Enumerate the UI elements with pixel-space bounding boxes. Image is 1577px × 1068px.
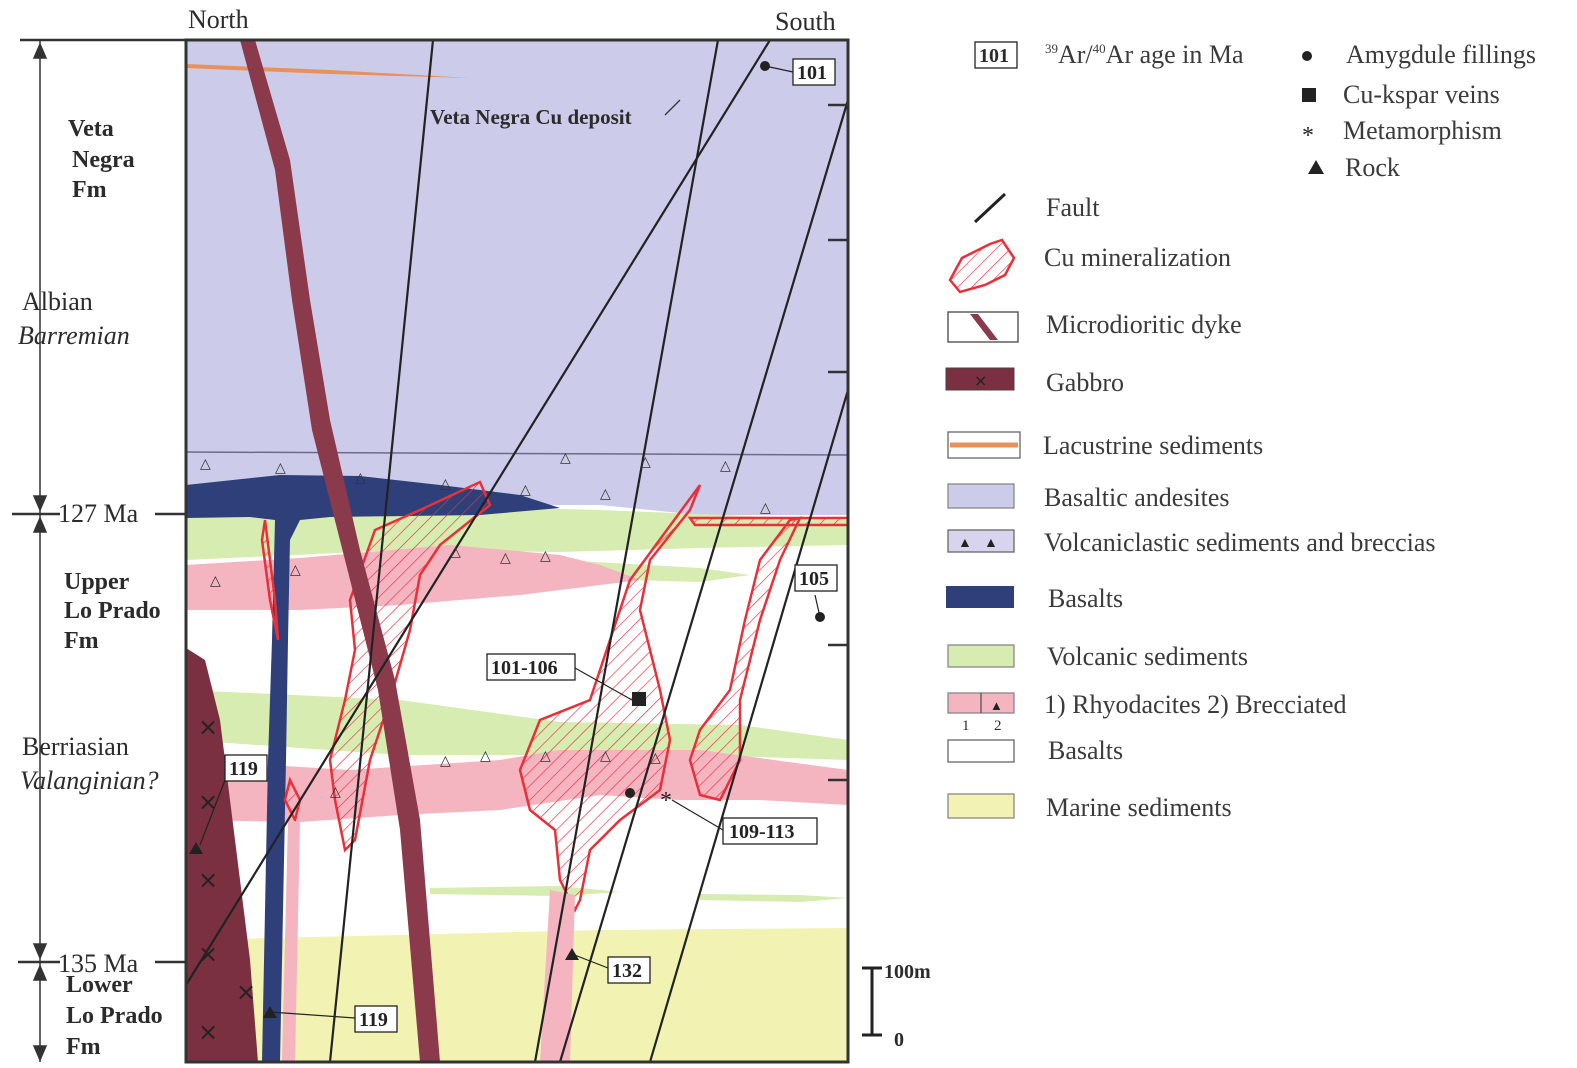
age-text-105: 105 [799,568,829,590]
age-text-101-top: 101 [797,62,827,84]
legend-unit-label-0: Fault [1046,193,1100,222]
metamorphism-marker: * [660,788,672,814]
fm-upper-line1: Upper [64,569,130,595]
svg-text:×: × [198,788,218,816]
svg-text:▲: ▲ [984,536,998,551]
svg-text:×: × [974,371,987,390]
legend-unit-label-7: Basalts [1048,584,1123,613]
triangle-icon [1308,160,1324,174]
south-label: South [775,7,836,36]
legend-unit-label-10: Basalts [1048,736,1123,765]
deposit-label: Veta Negra Cu deposit [430,105,632,129]
age-text-101-106: 101-106 [491,657,558,679]
fm-lower-line3: Fm [66,1034,101,1060]
cu-zone-4 [690,518,848,525]
fm-veta-line3: Fm [72,177,107,203]
stage-albian: Albian [22,287,93,316]
legend-rhyo-sub1: 1 [962,718,970,734]
svg-text:△: △ [210,574,221,589]
fm-veta-line2: Negra [72,147,135,173]
legend: 101 39Ar/40Ar age in Ma Amygdule filling… [946,40,1536,822]
svg-text:△: △ [600,749,611,764]
cross-section: △ △ △ △ △ △ △ △ △ △ △ △ △ △ △ △ △ △ △ △ △ × × × × × × * [186,40,848,1062]
legend-age-caption: 39Ar/40Ar age in Ma [1045,40,1244,69]
legend-unit-label-11: Marine sediments [1046,793,1232,822]
fm-veta-line1: Veta [68,116,114,142]
legend-unit-label-5: Basaltic andesites [1044,483,1230,512]
age-text-119-lower: 119 [359,1009,388,1031]
svg-text:×: × [198,866,218,894]
legend-unit-label-3: Gabbro [1046,368,1124,397]
stage-valanginian: Valanginian? [20,766,159,795]
basaltic-andesites-legend-swatch [948,484,1014,508]
svg-text:△: △ [275,461,286,476]
legend-symbol-label-2: Metamorphism [1343,116,1502,145]
fm-lower-line2: Lo Prado [66,1003,163,1029]
svg-text:△: △ [290,563,301,578]
basalts-dark-legend-swatch [946,586,1014,608]
legend-unit-label-1: Cu mineralization [1044,243,1231,272]
svg-text:△: △ [440,754,451,769]
legend-symbol-label-0: Amygdule fillings [1346,40,1536,69]
cu-mineralization-legend-icon [950,240,1014,292]
legend-unit-label-6: Volcaniclastic sediments and breccias [1044,528,1436,557]
svg-text:▲: ▲ [990,698,1003,713]
svg-text:△: △ [200,457,211,472]
volcanic-sed-legend-swatch [948,645,1014,667]
svg-text:△: △ [520,483,531,498]
legend-symbol-label-1: Cu-kspar veins [1343,80,1500,109]
marine-legend-swatch [948,794,1014,818]
scale-bar [862,968,882,1035]
age-text-119-upper: 119 [229,758,258,780]
svg-text:▲: ▲ [958,536,972,551]
svg-text:△: △ [560,451,571,466]
asterisk-icon: * [1302,123,1314,149]
svg-text:△: △ [440,477,451,492]
svg-text:△: △ [540,549,551,564]
svg-text:△: △ [500,551,511,566]
fm-upper-line2: Lo Prado [64,598,161,624]
svg-text:△: △ [330,785,341,800]
svg-text:△: △ [450,545,461,560]
legend-symbol-label-3: Rock [1345,153,1400,182]
legend-unit-label-4: Lacustrine sediments [1043,431,1263,460]
amygdule-marker-109 [625,788,635,798]
svg-text:△: △ [640,455,651,470]
svg-text:△: △ [650,751,661,766]
legend-rhyo-sub2: 2 [994,718,1002,734]
stage-berriasian: Berriasian [22,732,129,761]
age-127: 127 Ma [58,499,139,528]
svg-text:△: △ [760,501,771,516]
legend-age-box-text: 101 [979,45,1009,67]
fm-lower-line1: Lower [66,972,133,998]
svg-text:×: × [198,940,218,968]
fm-upper-line3: Fm [64,628,99,654]
scale-label: 100m [884,961,931,983]
scale-zero: 0 [894,1029,904,1051]
svg-text:△: △ [355,471,366,486]
age-text-132: 132 [612,960,642,982]
fault-legend-icon [975,194,1005,222]
svg-text:△: △ [480,749,491,764]
cu-kspar-marker [632,692,646,706]
basalts-white-legend-swatch [948,740,1014,762]
svg-text:△: △ [720,459,731,474]
svg-text:×: × [198,1018,218,1046]
svg-text:×: × [236,978,256,1006]
legend-unit-label-9: 1) Rhyodacites 2) Brecciated [1044,690,1347,719]
stage-barremian: Barremian [18,321,130,350]
legend-unit-label-8: Volcanic sediments [1047,642,1248,671]
north-label: North [188,5,249,34]
legend-unit-label-2: Microdioritic dyke [1046,310,1242,339]
dot-icon [1302,51,1312,61]
svg-text:×: × [198,713,218,741]
age-text-109-113: 109-113 [729,821,795,843]
square-icon [1302,88,1316,102]
svg-text:△: △ [600,487,611,502]
svg-text:△: △ [540,749,551,764]
